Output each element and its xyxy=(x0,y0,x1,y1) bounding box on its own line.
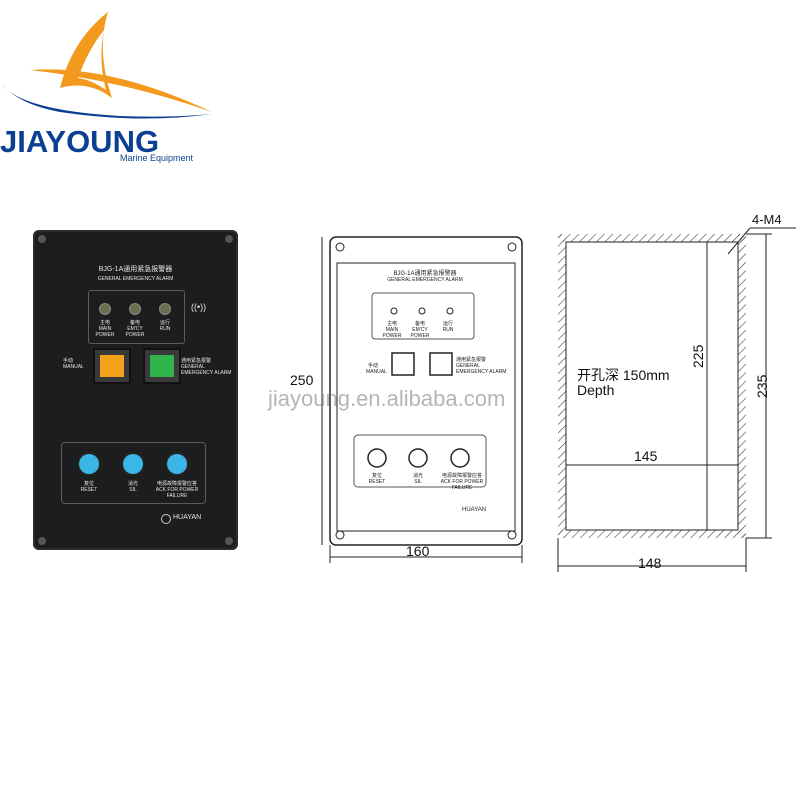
front-button-box xyxy=(353,434,487,488)
lamp-main-power xyxy=(100,304,110,314)
ack-label-cn: 电源故障报警应答 xyxy=(156,481,197,487)
front-alarm-cn: 通用紧急报警 xyxy=(456,357,487,363)
cutout-drawing xyxy=(557,227,796,572)
dim-outer-height: 235 xyxy=(754,374,770,398)
front-manual-en: MANUAL xyxy=(366,369,387,375)
front-silence-button xyxy=(408,448,428,468)
dim-front-width: 160 xyxy=(406,543,430,559)
screw-icon xyxy=(225,235,233,243)
front-alarm-en: GENERAL EMERGENCY ALARM xyxy=(456,363,507,375)
front-outer-plate xyxy=(329,236,523,546)
screw-icon xyxy=(38,235,46,243)
alarm-label-cn: 通用紧急报警 xyxy=(181,358,212,364)
front-lamp-run-cn: 运行 xyxy=(442,321,453,327)
logo-brand-text: JIAYOUNG xyxy=(0,124,160,159)
screw-hole-icon xyxy=(507,242,517,252)
lamp-run xyxy=(160,304,170,314)
reset-button[interactable] xyxy=(79,454,99,474)
alarm-button-lens xyxy=(150,355,174,377)
dim-cutout-height: 225 xyxy=(690,344,706,368)
silence-label-cn: 消光 xyxy=(127,481,138,487)
front-lamp xyxy=(418,307,426,315)
dim-outer-width: 148 xyxy=(638,555,662,571)
depth-note-en: Depth xyxy=(577,382,615,398)
front-lamp xyxy=(390,307,398,315)
front-title-en: GENERAL EMERGENCY ALARM xyxy=(387,277,463,283)
screw-icon xyxy=(38,537,46,545)
cutout-top-wall xyxy=(558,234,746,242)
silence-label-en: SIL xyxy=(129,487,137,493)
alarm-button[interactable] xyxy=(143,348,181,384)
cutout-left-wall xyxy=(558,234,566,538)
lamp-run-cn: 运行 xyxy=(159,320,170,326)
screw-hole-icon xyxy=(507,530,517,540)
dim-front-height: 250 xyxy=(290,372,314,388)
front-reset-en: RESET xyxy=(368,479,386,485)
front-brand: HUAYAN xyxy=(462,507,487,513)
dim-holes: 4-M4 xyxy=(752,212,782,227)
panel-brand: HUAYAN xyxy=(173,514,202,521)
panel-title-cn: BJG-1A通用紧急报警器 xyxy=(98,266,173,273)
ack-power-failure-button[interactable] xyxy=(167,454,187,474)
front-lamp xyxy=(446,307,454,315)
depth-note-cn: 开孔深 150mm xyxy=(577,367,670,383)
watermark: jiayoung.en.alibaba.com xyxy=(268,386,506,411)
lamp-emcy-power xyxy=(130,304,140,314)
front-ack-en: ACK FOR POWER FAILURE xyxy=(440,479,484,491)
front-reset-button xyxy=(367,448,387,468)
front-manual-cn: 手动 xyxy=(368,363,379,369)
front-ack-cn: 电源故障报警应答 xyxy=(441,473,482,479)
control-button-box xyxy=(61,442,206,504)
manual-button-lens xyxy=(100,355,124,377)
alarm-label-en: GENERAL EMERGENCY ALARM xyxy=(181,364,232,376)
reset-label-en: RESET xyxy=(80,487,98,493)
logo-swoosh-orange xyxy=(30,69,212,112)
manual-button[interactable] xyxy=(93,348,131,384)
logo-swoosh-blue xyxy=(2,84,212,119)
front-indicator-box xyxy=(371,292,475,340)
lamp-main-power-cn: 主电 xyxy=(99,320,110,326)
screw-icon xyxy=(225,537,233,545)
manual-label-en: MANUAL xyxy=(63,364,84,370)
alarm-panel-photo: BJG-1A通用紧急报警器 GENERAL EMERGENCY ALARM 主电… xyxy=(33,230,238,550)
indicator-box xyxy=(88,290,185,344)
lamp-emcy-power-en: EM'CY POWER xyxy=(125,326,145,338)
front-lamp-emcy-cn: 备电 xyxy=(414,321,425,327)
sound-icon: ((•)) xyxy=(191,302,207,312)
front-lamp-emcy-en: EM'CY POWER xyxy=(410,327,430,339)
screw-hole-icon xyxy=(335,242,345,252)
logo-tagline: Marine Equipment xyxy=(120,153,194,163)
front-alarm-button xyxy=(429,352,453,376)
front-silence-cn: 消光 xyxy=(412,473,423,479)
lamp-emcy-power-cn: 备电 xyxy=(129,320,140,326)
lamp-run-en: RUN xyxy=(159,326,171,332)
silence-button[interactable] xyxy=(123,454,143,474)
cutout-bottom-wall xyxy=(558,530,746,538)
front-manual-button xyxy=(391,352,415,376)
manual-label-cn: 手动 xyxy=(63,358,74,364)
screw-hole-icon xyxy=(335,530,345,540)
lamp-main-power-en: MAIN POWER xyxy=(95,326,115,338)
front-lamp-main-en: MAIN POWER xyxy=(382,327,402,339)
front-silence-en: SIL xyxy=(414,479,422,485)
panel-title-en: GENERAL EMERGENCY ALARM xyxy=(97,276,174,282)
front-reset-cn: 复位 xyxy=(371,473,382,479)
front-lamp-run-en: RUN xyxy=(442,327,454,333)
front-view-drawing xyxy=(321,236,523,563)
front-ack-button xyxy=(450,448,470,468)
front-inner-plate xyxy=(336,262,516,532)
brand-logo-icon xyxy=(161,514,171,524)
depth-note: 开孔深 150mm Depth xyxy=(577,368,670,398)
holes-leader-line xyxy=(727,227,751,255)
dim-cutout-width: 145 xyxy=(634,448,658,464)
front-title-cn: BJG-1A通用紧急报警器 xyxy=(393,271,457,277)
reset-label-cn: 复位 xyxy=(83,481,94,487)
front-lamp-main-cn: 主电 xyxy=(386,321,397,327)
cutout-opening xyxy=(565,241,739,531)
cutout-right-wall xyxy=(738,234,746,538)
ack-label-en: ACK FOR POWER FAILURE xyxy=(155,487,199,499)
logo-mark xyxy=(2,12,212,119)
